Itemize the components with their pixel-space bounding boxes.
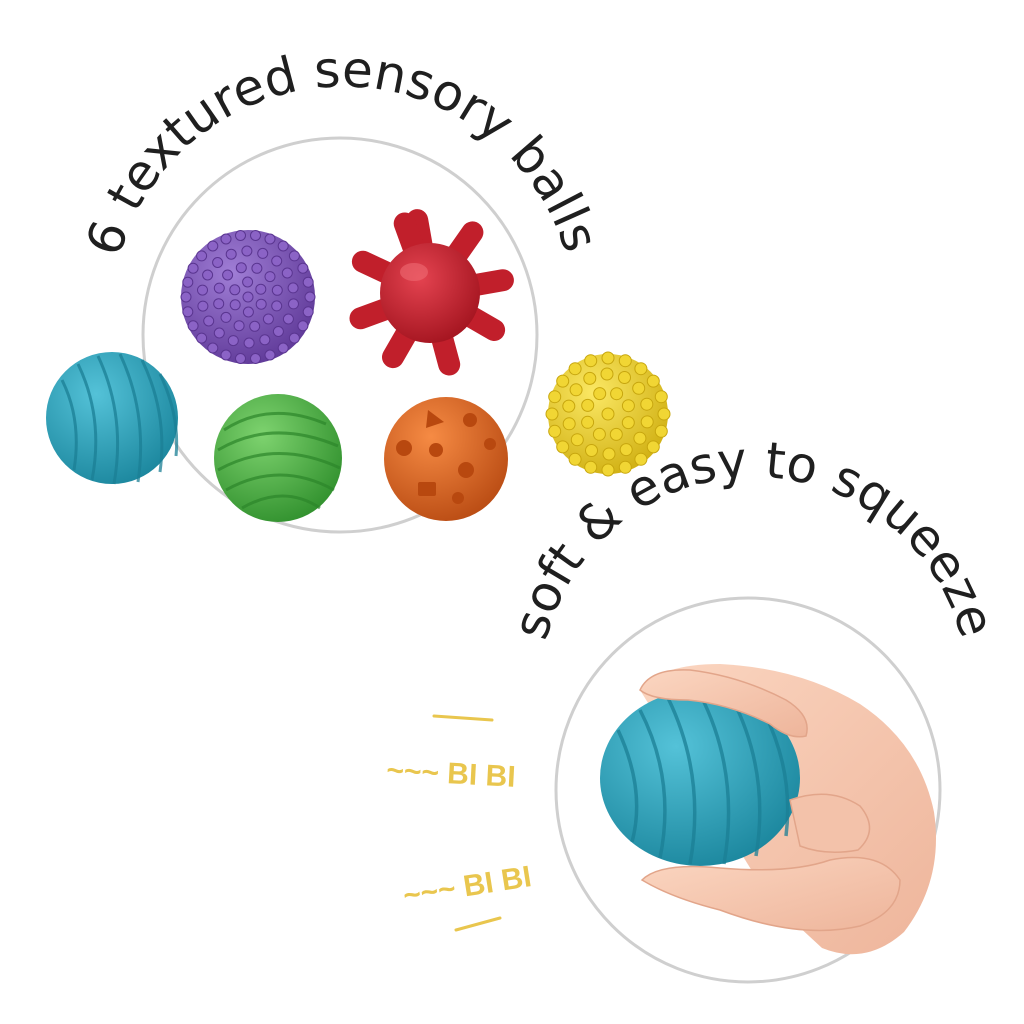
sound-effect-2: ~~~ BI BI — [401, 860, 534, 913]
circle-outline-bottom — [554, 596, 942, 984]
green-ribbed-ball — [214, 394, 342, 522]
red-spiky-ball — [349, 209, 514, 376]
circle-outline-top — [141, 136, 539, 534]
headline-balls: 6 textured sensory balls — [75, 40, 610, 262]
sound-effect-1: ~~~ BI BI — [386, 754, 517, 794]
sound-lines — [432, 714, 502, 932]
squeezed-blue-ball — [600, 690, 800, 866]
blue-ribbed-ball — [46, 352, 179, 485]
yellow-bumpy-ball — [545, 351, 671, 477]
orange-shape-ball — [384, 397, 508, 521]
hand-illustration — [600, 664, 936, 955]
purple-dotted-ball — [180, 230, 316, 364]
